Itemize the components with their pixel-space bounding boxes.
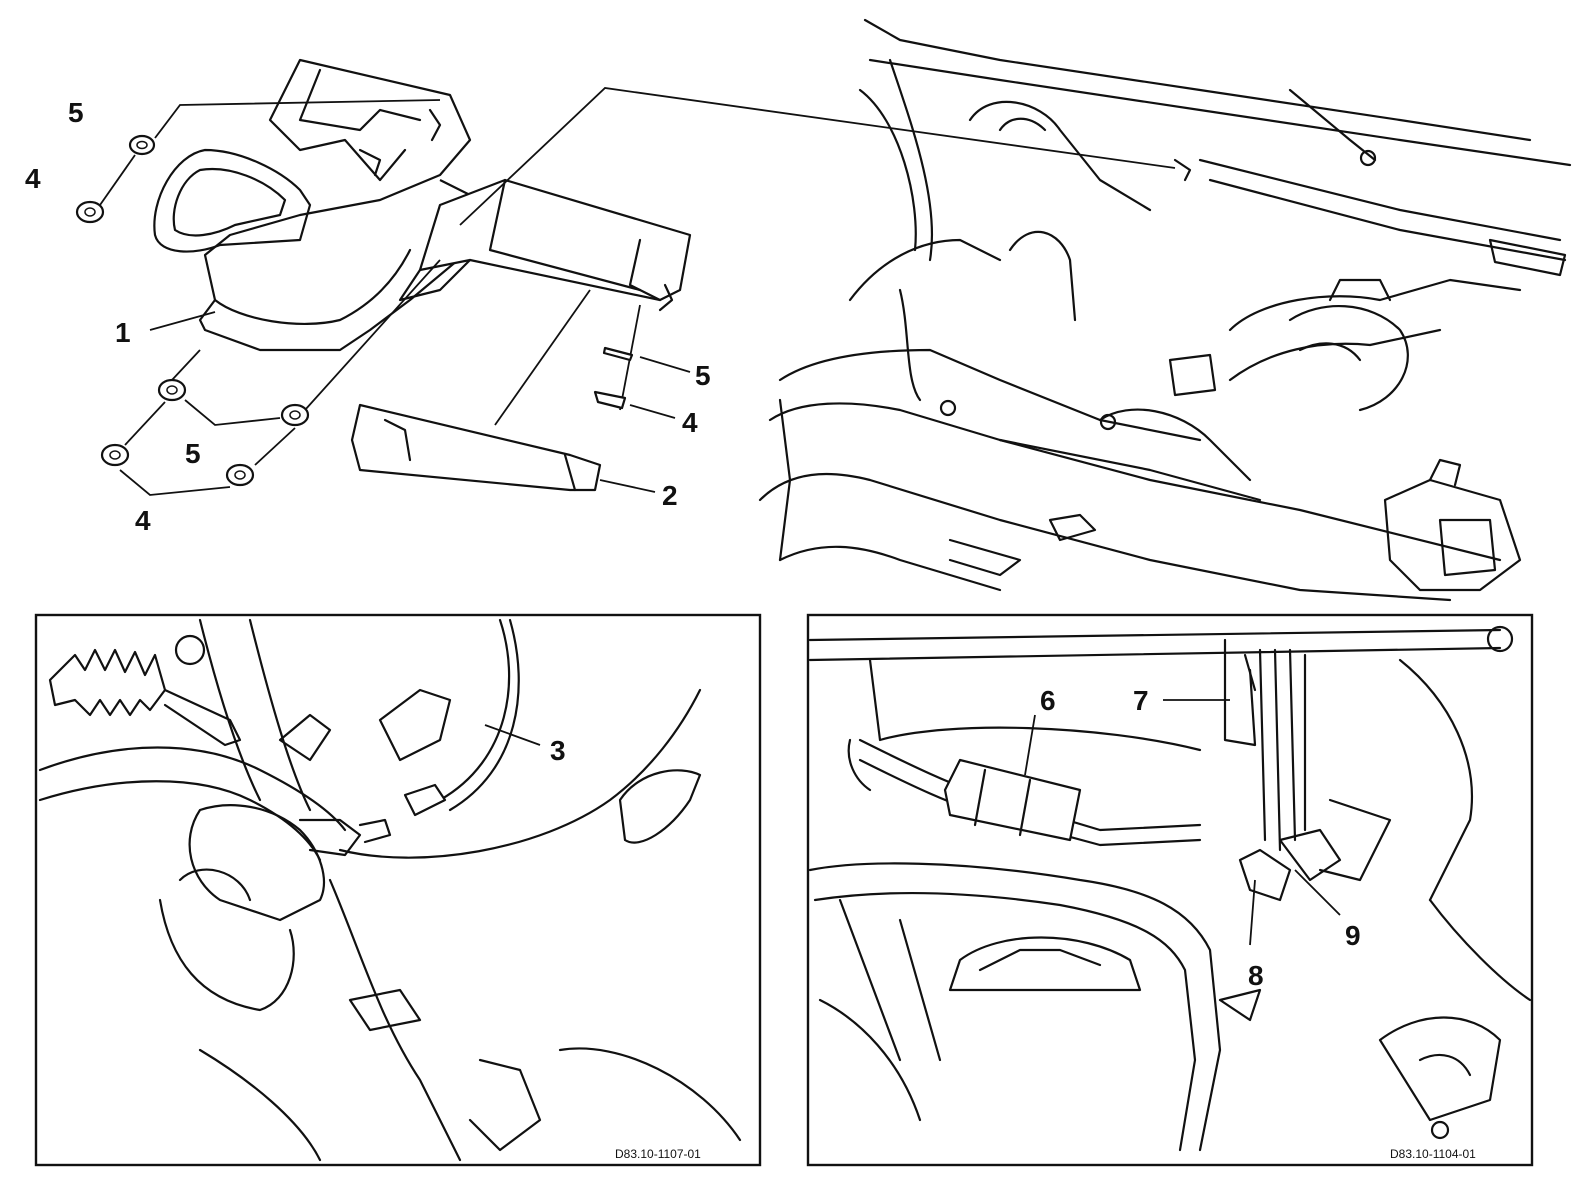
callout-6: 6 [1040,685,1056,716]
relay-block-icon [943,758,1082,842]
nut-icon [75,200,105,224]
callout-2: 2 [662,480,678,511]
washer-icon [157,378,187,402]
callout-4: 4 [135,505,151,536]
nut-icon [225,463,255,487]
detail-panel-left: D83.10-1107-01 [34,613,762,1167]
callout-3: 3 [550,735,566,766]
figure-code-right: D83.10-1104-01 [1390,1147,1476,1161]
callout-5: 5 [68,97,84,128]
leader-line-to-vehicle [459,87,1176,226]
clip-icon [593,390,627,410]
callout-1: 1 [115,317,131,348]
callout-8: 8 [1248,960,1264,991]
callout-7: 7 [1133,685,1149,716]
leader-line-fastener [304,259,441,411]
panel-frame-right [806,613,1534,1167]
callout-9: 9 [1345,920,1361,951]
figure-code-left: D83.10-1107-01 [615,1147,701,1161]
callout-5: 5 [695,360,711,391]
exploded-view-air-duct [75,58,1176,496]
washer-icon [128,134,156,156]
air-duct-channel [398,178,692,312]
panel-frame-left [34,613,762,1167]
callout-4: 4 [682,407,698,438]
vehicle-engine-bay-view [758,18,1572,602]
spring-icon [48,648,167,717]
clip-icon [602,346,634,362]
nut-icon [100,443,130,467]
leader-line-cover [494,289,591,426]
washer-icon [280,403,310,427]
callout-5: 5 [185,438,201,469]
air-duct-cover-part-2 [350,403,602,492]
callout-4: 4 [25,163,41,194]
detail-panel-right: D83.10-1104-01 [806,613,1534,1167]
air-duct-housing-part-1 [153,58,482,352]
